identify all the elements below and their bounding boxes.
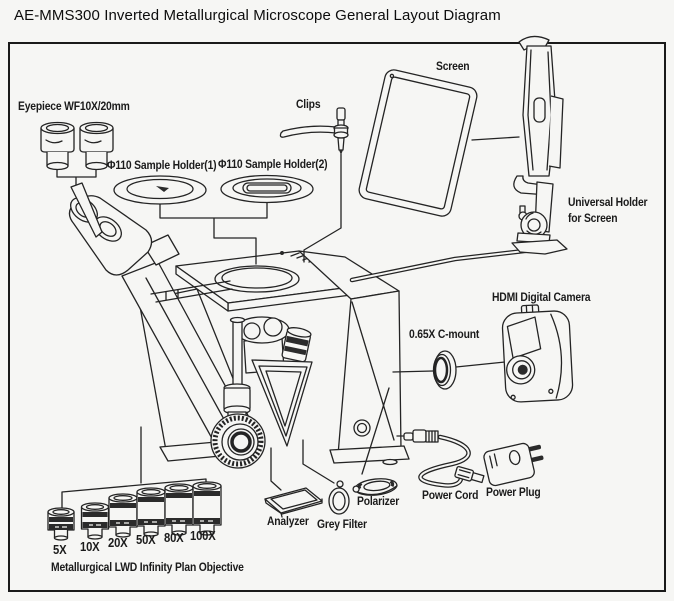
grey-filter-drawing [328, 480, 350, 515]
universal-holder-drawing [349, 35, 568, 283]
objective-50x-label: 50X [136, 533, 156, 547]
diagram-title: AE-MMS300 Inverted Metallurgical Microsc… [14, 7, 501, 24]
objective-5x [47, 507, 75, 541]
power-cord-drawing [403, 429, 485, 488]
clips-label: Clips [296, 99, 321, 111]
hdmi-camera-drawing [501, 304, 574, 403]
c-mount-drawing [432, 350, 457, 390]
universal-holder-label-line2: for Screen [568, 212, 618, 225]
objective-5x-label: 5X [53, 543, 67, 557]
objective-100x [192, 481, 222, 536]
objective-80x [164, 483, 194, 536]
objective-20x-label: 20X [108, 536, 128, 550]
eyepiece-pair-drawing [40, 121, 114, 171]
screen-label: Screen [436, 61, 470, 73]
sample-holder-2-label: Φ110 Sample Holder(2) [218, 159, 328, 171]
objective-caption: Metallurgical LWD Infinity Plan Objectiv… [51, 562, 244, 574]
screen-drawing [358, 69, 478, 217]
sample-holder-1-label: Φ110 Sample Holder(1) [107, 160, 217, 172]
polarizer-drawing [352, 478, 398, 496]
analyzer-label: Analyzer [267, 516, 309, 528]
objective-100x-label: 100X [190, 529, 216, 543]
sample-holder-1-drawing [113, 175, 207, 205]
microscope-body-drawing [68, 195, 410, 469]
eyepiece-label: Eyepiece WF10X/20mm [18, 101, 130, 113]
leader-lines [56, 136, 520, 512]
universal-holder-label-line1: Universal Holder [568, 197, 648, 209]
objective-10x-label: 10X [80, 540, 100, 554]
objective-10x [80, 502, 110, 540]
clips-drawing [279, 107, 349, 155]
sample-holder-2-drawing [220, 174, 314, 204]
polarizer-label: Polarizer [357, 496, 400, 508]
power-plug-label: Power Plug [486, 487, 541, 499]
power-cord-label: Power Cord [422, 490, 479, 502]
analyzer-drawing [264, 487, 323, 518]
objective-50x [136, 487, 166, 537]
power-plug-drawing [483, 442, 544, 487]
diagram-border [8, 42, 666, 592]
c-mount-label: 0.65X C-mount [409, 329, 480, 341]
objective-20x [108, 493, 138, 538]
objective-80x-label: 80X [164, 531, 184, 545]
hdmi-camera-label: HDMI Digital Camera [492, 292, 591, 304]
objective-lenses-drawing [47, 481, 222, 541]
grey-filter-label: Grey Filter [317, 519, 367, 531]
universal-holder-label: Universal Holder for Screen [568, 196, 648, 227]
